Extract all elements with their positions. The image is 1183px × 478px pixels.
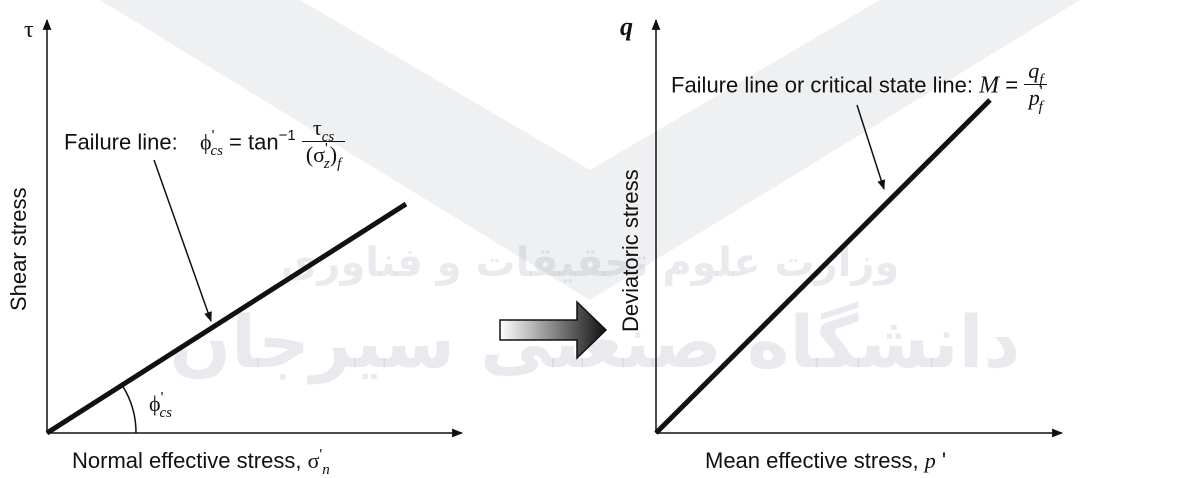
left-x-axis-prime: '	[319, 446, 323, 463]
right-annotation-M: M	[979, 72, 1000, 99]
right-fraction-q: q	[1028, 58, 1040, 83]
transition-arrow	[499, 300, 608, 360]
right-failure-annotation: Failure line or critical state line: M =…	[671, 58, 1048, 115]
right-x-axis-symbol: p	[924, 448, 936, 473]
left-fraction-tau-sub: cs	[321, 129, 335, 145]
left-annotation-phi: ϕ	[199, 129, 212, 155]
right-y-axis-title: Deviatoric stress	[618, 169, 643, 332]
right-pointer-arrow	[856, 104, 886, 190]
right-fraction-q-sub: f	[1039, 72, 1044, 88]
left-x-axis-title: Normal effective stress, σ'n	[72, 447, 330, 478]
right-x-axis-title: Mean effective stress, p '	[705, 450, 946, 472]
friction-angle-prime: '	[160, 389, 164, 406]
watermark-line-1: وزارت علوم تحقیقات و فناوری	[280, 240, 900, 286]
right-y-axis-symbol: q	[620, 12, 633, 41]
left-fraction-tau: τ	[312, 115, 322, 140]
left-x-axis-sub: n	[322, 462, 330, 478]
right-x-axis-title-text: Mean effective stress,	[705, 448, 925, 473]
right-fraction-p: p	[1028, 85, 1040, 110]
left-fraction-sigma-prime: '	[325, 140, 328, 157]
left-fraction-sub-f: f	[337, 156, 342, 172]
left-annotation-prefix: Failure line:	[64, 129, 178, 155]
right-x-axis-prime: '	[935, 448, 947, 473]
left-failure-annotation: Failure line: ϕ'cs = tan−1 τcs (σ'z)f	[64, 115, 346, 172]
right-fraction-p-prime: '	[1039, 83, 1043, 100]
left-x-axis-title-text: Normal effective stress,	[72, 448, 308, 473]
left-pointer-arrow	[153, 159, 212, 322]
left-fraction-paren: )	[329, 142, 338, 167]
left-annotation-phi-prime: '	[211, 127, 215, 145]
left-annotation-inverse: −1	[278, 127, 296, 145]
left-y-axis-symbol: τ	[24, 17, 34, 43]
left-failure-line	[45, 201, 408, 436]
left-annotation-equals-tan: = tan	[222, 129, 279, 155]
left-x-axis-symbol: σ	[307, 448, 320, 473]
watermark-line-2: دانشگاه صنعتی سیرجان	[169, 300, 1021, 384]
left-fraction-sigma: (σ	[305, 142, 326, 167]
friction-angle-phi: ϕ	[149, 391, 161, 416]
right-critical-state-line	[654, 98, 992, 435]
watermark-chevron	[100, 0, 1080, 300]
left-annotation-phi-sub: cs	[210, 143, 223, 160]
right-annotation-equals: =	[999, 72, 1025, 98]
right-fraction-p-sub: f	[1038, 99, 1043, 115]
left-annotation-fraction: τcs (σ'z)f	[301, 115, 346, 172]
friction-angle-label: ϕ'cs	[149, 390, 172, 421]
right-annotation-prefix: Failure line or critical state line:	[671, 72, 980, 98]
friction-angle-sub: cs	[159, 405, 172, 421]
left-fraction-sigma-sub: z	[323, 156, 330, 172]
friction-angle-arc	[121, 384, 137, 434]
right-annotation-fraction: qf p'f	[1024, 58, 1048, 115]
left-y-axis-title: Shear stress	[6, 187, 31, 312]
